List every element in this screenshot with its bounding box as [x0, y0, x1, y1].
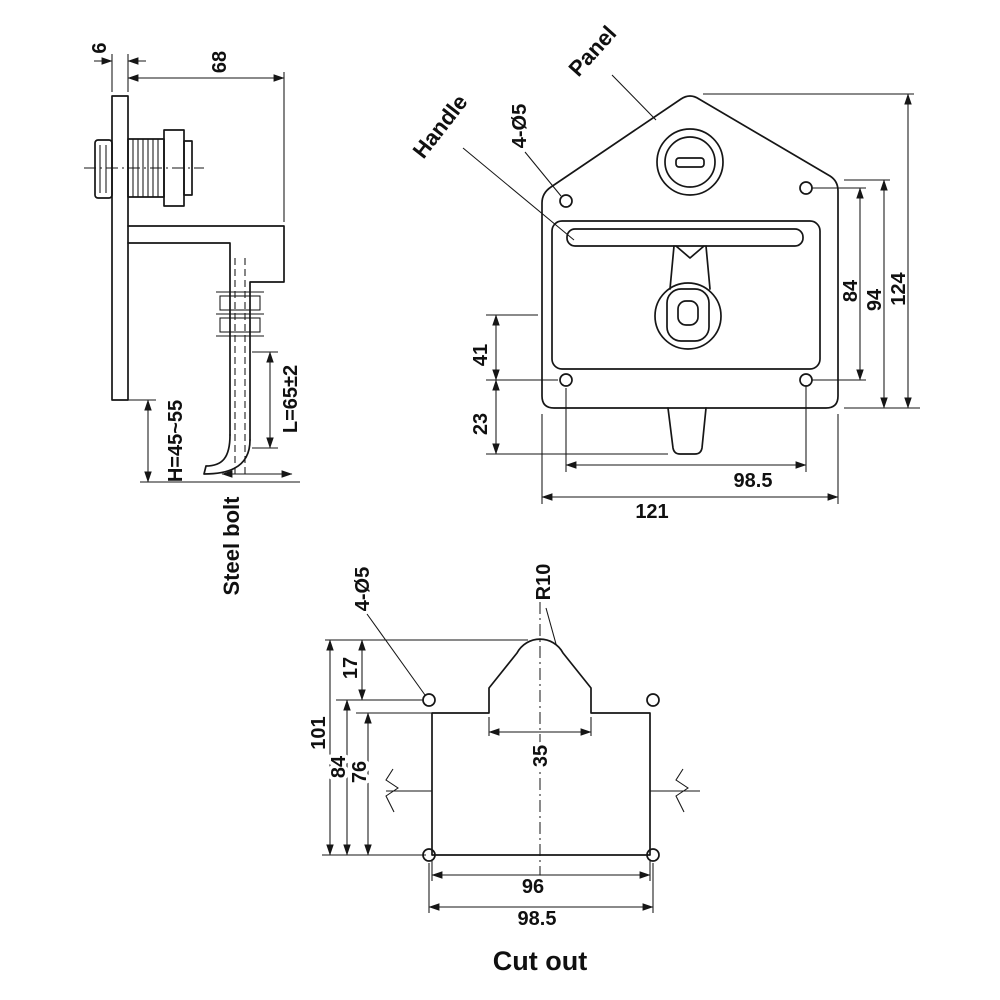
holes-leader-front — [524, 151, 562, 197]
dim-98-5: 98.5 — [734, 470, 773, 492]
dim-94: 94 — [864, 288, 886, 311]
dim-17: 17 — [340, 657, 362, 679]
ext-lines-L — [252, 351, 278, 449]
ext-lines-6 — [111, 54, 129, 92]
mounting-hole-bottom-left — [559, 373, 573, 387]
mounting-hole-top-left — [559, 194, 573, 208]
dim-76: 76 — [349, 761, 371, 783]
mount-plate — [111, 95, 129, 401]
radius-label: R10 — [533, 564, 555, 601]
dim-68: 68 — [209, 51, 231, 73]
handle-leader — [462, 147, 575, 241]
bolt-washers — [216, 291, 264, 337]
bolt-hidden-lines — [234, 258, 246, 476]
dim-6: 6 — [89, 42, 111, 53]
dim-96: 96 — [522, 876, 544, 898]
lock-head — [94, 139, 113, 199]
handle-recess — [551, 220, 821, 370]
panel-leader — [611, 74, 657, 121]
key-cylinder-outer — [656, 128, 724, 196]
cutout-hole-bottom-right — [646, 848, 660, 862]
dim-121: 121 — [635, 501, 668, 523]
bolt-nut-lower — [219, 317, 261, 333]
dim-L: L=65±2 — [280, 365, 302, 433]
holes-leader-cutout — [366, 613, 426, 696]
bracket-inner — [127, 242, 231, 436]
dim-84: 84 — [840, 279, 862, 302]
holes-label-front: 4-Ø5 — [509, 104, 531, 148]
t-handle-bar — [566, 228, 804, 247]
shackle-inner — [677, 300, 699, 326]
washer — [183, 140, 193, 196]
front-view: 41 23 84 94 124 98.5 121 Handle Panel 4-… — [408, 21, 920, 523]
cutout-caption: Cut out — [493, 946, 587, 976]
lock-boss — [654, 282, 722, 350]
bracket-outer — [127, 225, 285, 441]
dim-23: 23 — [470, 413, 492, 435]
ext-lines-bottom — [541, 386, 839, 504]
mounting-hole-top-right — [799, 181, 813, 195]
latch-finger — [203, 434, 251, 475]
mounting-hole-bottom-right — [799, 373, 813, 387]
dim-101: 101 — [308, 716, 330, 749]
ext-lines-right — [703, 93, 920, 409]
cutout-ext-lines-left — [322, 639, 528, 856]
break-mark-right — [675, 768, 689, 813]
cutout-outline — [431, 638, 651, 856]
radius-leader — [545, 607, 557, 645]
holes-label-cutout: 4-Ø5 — [352, 567, 374, 611]
latch-tab — [667, 407, 707, 455]
ext-lines-left — [486, 314, 668, 455]
panel-outline — [541, 95, 839, 409]
lock-head-ridges — [99, 145, 107, 193]
bolt-nut-upper — [219, 295, 261, 311]
steel-bolt-label: Steel bolt — [219, 496, 244, 596]
break-mark-left — [385, 768, 399, 813]
handle-stem — [669, 245, 711, 290]
ext-lines-H — [128, 399, 300, 483]
handle-label: Handle — [408, 90, 473, 163]
dim-H: H=45~55 — [165, 400, 187, 482]
key-cylinder-inner — [664, 136, 716, 188]
dim-98-5c: 98.5 — [518, 908, 557, 930]
cutout-hole-top-left — [422, 693, 436, 707]
shackle-outer — [666, 288, 710, 342]
key-slot — [675, 157, 705, 168]
side-view: 6 68 H=45~55 L=65±2 Steel bolt — [84, 42, 302, 596]
dim-41: 41 — [470, 344, 492, 366]
cutout-ext-lines-bottom — [428, 861, 654, 913]
cutout-view: 17 101 84 76 35 96 98.5 4-Ø5 R10 Cut out — [305, 564, 700, 976]
dim-124: 124 — [888, 271, 910, 305]
dim-84c: 84 — [328, 755, 350, 778]
t-handle-chevron — [675, 245, 705, 259]
cutout-hole-top-right — [646, 693, 660, 707]
dim-35: 35 — [530, 745, 552, 767]
thread-lines — [132, 139, 159, 197]
panel-label: Panel — [563, 21, 621, 81]
